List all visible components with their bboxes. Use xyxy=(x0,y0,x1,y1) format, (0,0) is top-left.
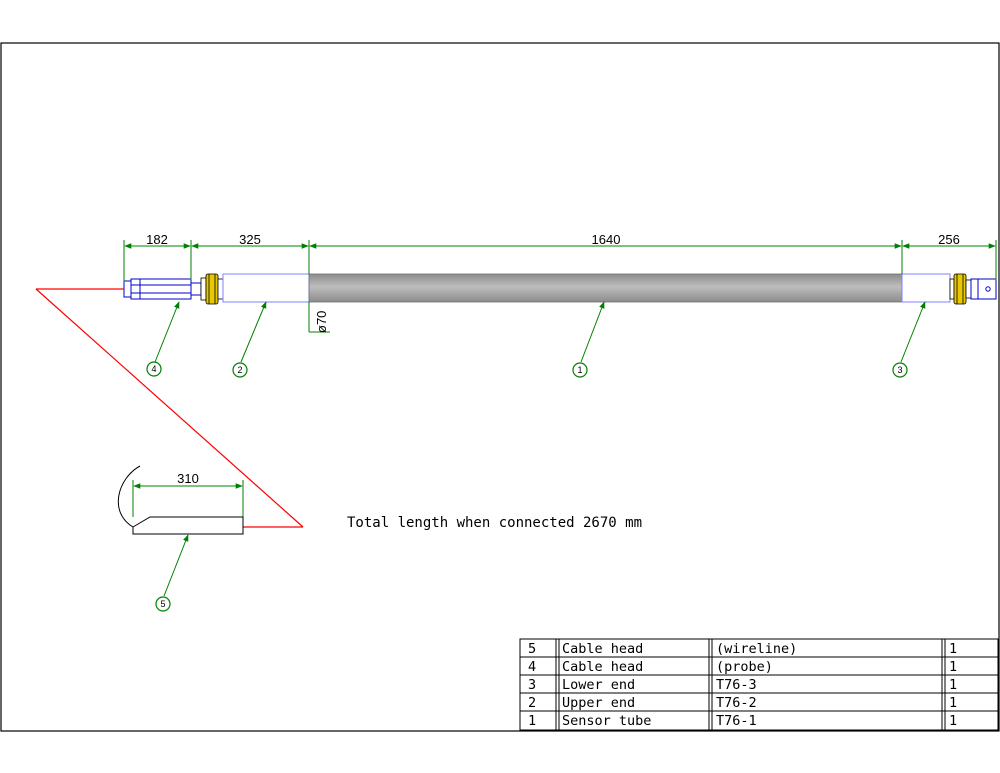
item-number: 4 xyxy=(528,659,536,675)
part-name: Cable head xyxy=(562,641,643,657)
part-name: Cable head xyxy=(562,659,643,675)
part-name: Sensor tube xyxy=(562,713,651,729)
quantity: 1 xyxy=(949,659,957,675)
item-number: 2 xyxy=(528,695,536,711)
part-name: Upper end xyxy=(562,695,635,711)
balloon-leaders xyxy=(154,301,926,597)
table-row: 4 Cable head (probe) 1 xyxy=(528,659,957,675)
quantity: 1 xyxy=(949,713,957,729)
probe-assembly xyxy=(123,273,997,305)
item-number: 5 xyxy=(528,641,536,657)
dim-lower-end: 256 xyxy=(938,232,960,247)
balloon-5: 5 xyxy=(155,596,171,612)
part-name: Lower end xyxy=(562,677,635,693)
drawing-frame xyxy=(0,42,1000,732)
part-reference: (probe) xyxy=(716,659,773,675)
part-reference: (wireline) xyxy=(716,641,797,657)
lower-end xyxy=(901,273,951,303)
dim-upper-end: 325 xyxy=(239,232,261,247)
cable-head-wireline xyxy=(117,465,244,535)
table-row: 5 Cable head (wireline) 1 xyxy=(528,641,957,657)
balloon-3: 3 xyxy=(892,362,908,378)
total-length-note: Total length when connected 2670 mm xyxy=(347,515,642,531)
part-reference: T76-2 xyxy=(716,695,757,711)
item-number: 1 xyxy=(528,713,536,729)
balloon-1: 1 xyxy=(572,362,588,378)
part-reference: T76-1 xyxy=(716,713,757,729)
balloon-4: 4 xyxy=(146,361,162,377)
cable-head-probe xyxy=(123,278,202,300)
dim-cable-head-probe: 182 xyxy=(146,232,168,247)
dimension-lines xyxy=(123,240,997,517)
table-row: 2 Upper end T76-2 1 xyxy=(528,695,957,711)
upper-end xyxy=(222,273,310,303)
quantity: 1 xyxy=(949,641,957,657)
balloon-2: 2 xyxy=(232,362,248,378)
bottom-plug xyxy=(970,278,997,300)
quantity: 1 xyxy=(949,677,957,693)
quantity: 1 xyxy=(949,695,957,711)
connector-nut-lower xyxy=(949,273,972,305)
balloon-2-label: 2 xyxy=(237,365,242,375)
dim-diameter: ø70 xyxy=(314,311,329,333)
balloon-3-label: 3 xyxy=(897,365,902,375)
table-row: 3 Lower end T76-3 1 xyxy=(528,677,957,693)
part-reference: T76-3 xyxy=(716,677,757,693)
connector-nut-upper xyxy=(200,273,224,305)
item-number: 3 xyxy=(528,677,536,693)
table-row: 1 Sensor tube T76-1 1 xyxy=(528,713,957,729)
balloon-1-label: 1 xyxy=(577,365,582,375)
parts-list-table xyxy=(519,638,999,731)
sensor-tube xyxy=(308,273,903,303)
balloon-4-label: 4 xyxy=(151,364,156,374)
dim-sensor-tube: 1640 xyxy=(592,232,621,247)
detail-leader xyxy=(35,288,304,528)
balloon-5-label: 5 xyxy=(160,599,165,609)
dim-cable-head-wireline: 310 xyxy=(177,471,199,486)
